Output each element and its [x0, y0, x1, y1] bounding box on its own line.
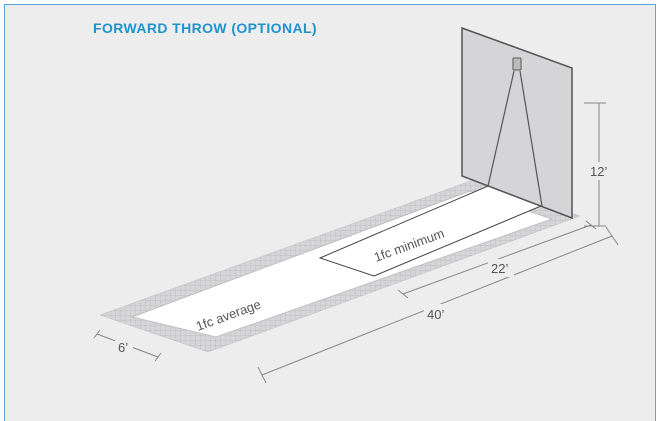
total-length-label: 40’	[427, 307, 444, 322]
wall	[461, 26, 573, 220]
width-label: 6’	[118, 340, 128, 355]
beam-left	[487, 70, 515, 187]
diagram-title: FORWARD THROW (OPTIONAL)	[93, 20, 317, 36]
beam-right	[519, 70, 543, 207]
min-length-label: 22’	[491, 261, 508, 276]
light-fixture	[512, 57, 522, 71]
height-label: 12’	[590, 164, 607, 179]
